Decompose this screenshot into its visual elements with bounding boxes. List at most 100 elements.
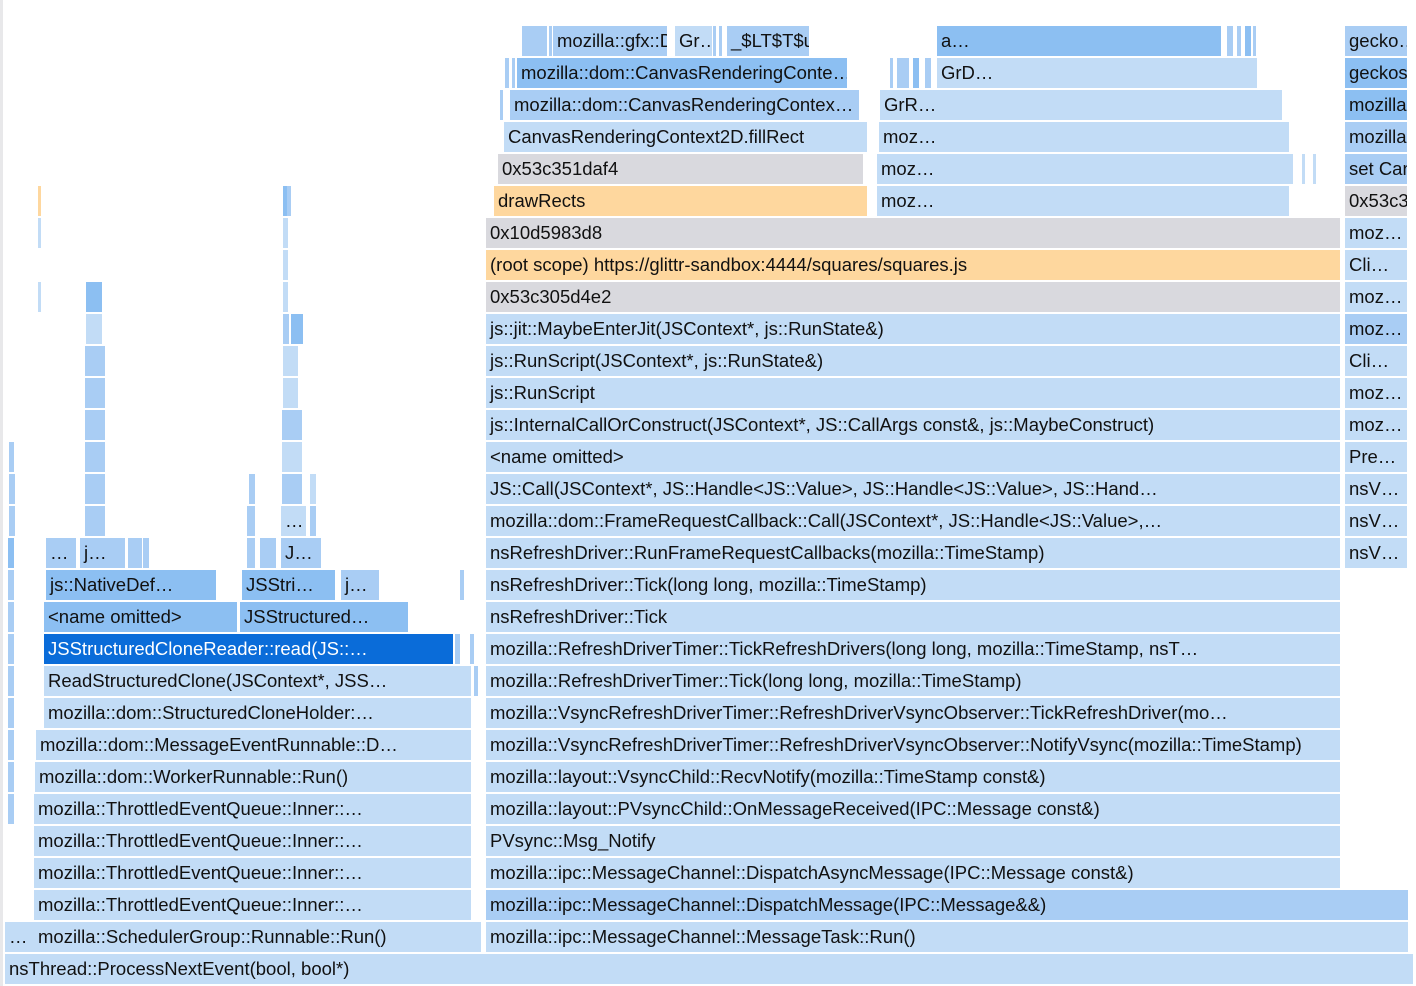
frame-moz[interactable]: moz… [877,186,1289,216]
frame-grd[interactable]: GrD… [937,58,1257,88]
frame-mozilla-dom-canvasrenderingcontex[interactable]: mozilla::dom::CanvasRenderingContex… [510,90,859,120]
frame-mozilla-dom-canvasrendering[interactable]: mozilla::dom::CanvasRendering… [1345,122,1407,152]
frame-frame[interactable]: … [46,538,76,568]
frame-lt-t-u[interactable]: _$LT$T$u… [727,26,809,56]
frame-mozilla-ipc-messagechannel-messagetask-run[interactable]: mozilla::ipc::MessageChannel::MessageTas… [486,922,1408,952]
flame-sliver[interactable] [1237,26,1241,56]
frame-mozilla-layout-pvsyncchild-onmessagereceived-ipc[interactable]: mozilla::layout::PVsyncChild::OnMessageR… [486,794,1340,824]
frame-mozilla-throttledeventqueue-inner[interactable]: mozilla::ThrottledEventQueue::Inner::… [34,826,471,856]
flame-sliver[interactable] [9,474,15,504]
frame-nsrefreshdriver-tick-long-long-mozilla-timestamp[interactable]: nsRefreshDriver::Tick(long long, mozilla… [486,570,1340,600]
frame-mozilla-dom-canvasrendering[interactable]: mozilla::dom::CanvasRendering… [1345,90,1407,120]
flame-sliver[interactable] [283,186,289,216]
frame-js-call-jscontext-js-handle-js-value-js-handle-j[interactable]: JS::Call(JSContext*, JS::Handle<JS::Valu… [486,474,1340,504]
flame-sliver[interactable] [1227,26,1233,56]
frame-mozilla-vsyncrefreshdrivertimer-refreshdrivervsy[interactable]: mozilla::VsyncRefreshDriverTimer::Refres… [486,730,1340,760]
frame-mozilla-throttledeventqueue-inner[interactable]: mozilla::ThrottledEventQueue::Inner::… [34,890,471,920]
frame-mozilla-refreshdrivertimer-tick-long-long-mozill[interactable]: mozilla::RefreshDriverTimer::Tick(long l… [486,666,1340,696]
frame-moz[interactable]: moz… [1345,282,1407,312]
frame-cli[interactable]: Cli… [1345,346,1407,376]
frame-mozilla-refreshdrivertimer-tickrefreshdrivers-lo[interactable]: mozilla::RefreshDriverTimer::TickRefresh… [486,634,1340,664]
frame-gecko[interactable]: gecko… [1345,26,1407,56]
flame-sliver[interactable] [85,378,105,408]
frame-root-scope-https-glittr-sandbox-4444-squares-squ[interactable]: (root scope) https://glittr-sandbox:4444… [486,250,1340,280]
flame-sliver[interactable] [287,186,291,216]
flame-sliver[interactable] [549,26,552,56]
frame-mozilla-layout-vsyncchild-recvnotify-mozilla-tim[interactable]: mozilla::layout::VsyncChild::RecvNotify(… [486,762,1340,792]
flame-sliver[interactable] [8,730,14,760]
frame-moz[interactable]: moz… [877,154,1293,184]
flame-sliver[interactable] [282,410,302,440]
flame-sliver[interactable] [474,666,478,696]
frame-mozilla-vsyncrefreshdrivertimer-refreshdrivervsy[interactable]: mozilla::VsyncRefreshDriverTimer::Refres… [486,698,1340,728]
frame-j[interactable]: j… [80,538,125,568]
flame-sliver[interactable] [719,26,722,56]
frame-mozilla-dom-workerrunnable-run[interactable]: mozilla::dom::WorkerRunnable::Run() [35,762,471,792]
frame-nsthread-processnextevent-bool-bool[interactable]: nsThread::ProcessNextEvent(bool, bool*) [5,954,1413,984]
flame-sliver[interactable] [38,282,41,312]
frame-nsv[interactable]: nsV… [1345,538,1407,568]
flame-sliver[interactable] [1313,154,1316,184]
frame-gr[interactable]: Gr… [675,26,712,56]
frame-frame[interactable]: … [5,922,34,952]
flame-sliver[interactable] [38,218,41,248]
flame-sliver[interactable] [925,58,931,88]
flame-sliver[interactable] [505,58,509,88]
flame-sliver[interactable] [283,346,298,376]
flame-sliver[interactable] [86,282,102,312]
frame-js-internalcallorconstruct-jscontext-js-callargs[interactable]: js::InternalCallOrConstruct(JSContext*, … [486,410,1340,440]
frame-mozilla-ipc-messagechannel-dispatchmessage-ipc-m[interactable]: mozilla::ipc::MessageChannel::DispatchMe… [486,890,1408,920]
frame-nsv[interactable]: nsV… [1345,474,1407,504]
frame-js-runscript-jscontext-js-runstate[interactable]: js::RunScript(JSContext*, js::RunState&) [486,346,1340,376]
frame-0x53c305d4e2[interactable]: 0x53c305d4e2 [486,282,1340,312]
flame-sliver[interactable] [897,58,909,88]
flame-sliver[interactable] [8,698,14,728]
frame-mozilla-dom-canvasrenderingconte[interactable]: mozilla::dom::CanvasRenderingConte… [517,58,847,88]
flame-sliver[interactable] [290,474,302,504]
flame-sliver[interactable] [8,570,14,600]
frame-canvasrenderingcontext2d-fillrect[interactable]: CanvasRenderingContext2D.fillRect [504,122,867,152]
frame-j[interactable]: J… [281,538,321,568]
flame-sliver[interactable] [8,666,14,696]
frame-moz[interactable]: moz… [1345,314,1407,344]
frame-set-canvasrenderingcontext2d-fillstyle[interactable]: set CanvasRenderingContext2D.fillStyle [1345,154,1407,184]
flame-sliver[interactable] [85,346,105,376]
frame-readstructuredclone-jscontext-jss[interactable]: ReadStructuredClone(JSContext*, JSS… [44,666,471,696]
frame-jsstri[interactable]: JSStri… [242,570,335,600]
flame-sliver[interactable] [283,378,298,408]
flame-sliver[interactable] [85,506,105,536]
frame-0x53c351d821[interactable]: 0x53c351d821 [1345,186,1407,216]
flame-sliver[interactable] [282,474,290,504]
flame-sliver[interactable] [85,474,105,504]
flame-sliver[interactable] [713,26,716,56]
flame-sliver[interactable] [9,442,14,472]
flame-sliver[interactable] [310,506,316,536]
frame-nsv[interactable]: nsV… [1345,506,1407,536]
frame-j[interactable]: j… [341,570,379,600]
frame-jsstructuredclonereader-read-js[interactable]: JSStructuredCloneReader::read(JS::… [44,634,453,664]
flame-sliver[interactable] [86,314,102,344]
frame-mozilla-gfx-drawtargetski[interactable]: mozilla::gfx::DrawTargetSki… [553,26,667,56]
frame-cli[interactable]: Cli… [1345,250,1407,280]
frame-nsrefreshdriver-tick[interactable]: nsRefreshDriver::Tick [486,602,1340,632]
frame-drawrects[interactable]: drawRects [494,186,867,216]
frame-moz[interactable]: moz… [1345,218,1407,248]
frame-moz[interactable]: moz… [1345,410,1407,440]
frame-geckoservo-glue-servo-com[interactable]: geckoservo::glue::Servo_Com… [1345,58,1407,88]
flame-sliver[interactable] [8,794,14,824]
flame-sliver[interactable] [9,506,15,536]
frame-a[interactable]: a… [937,26,1221,56]
flame-sliver[interactable] [282,442,302,472]
frame-frame[interactable]: … [281,506,306,536]
flame-sliver[interactable] [8,634,14,664]
frame-pre[interactable]: Pre… [1345,442,1407,472]
flame-sliver[interactable] [455,634,460,664]
frame-jsstructured[interactable]: JSStructured… [240,602,408,632]
frame-name-omitted[interactable]: <name omitted> [486,442,1340,472]
frame-mozilla-dom-structuredcloneholder[interactable]: mozilla::dom::StructuredCloneHolder:… [44,698,471,728]
flame-sliver[interactable] [500,90,503,120]
flame-sliver[interactable] [310,474,316,504]
flame-sliver[interactable] [85,442,105,472]
frame-js-nativedef[interactable]: js::NativeDef… [46,570,216,600]
